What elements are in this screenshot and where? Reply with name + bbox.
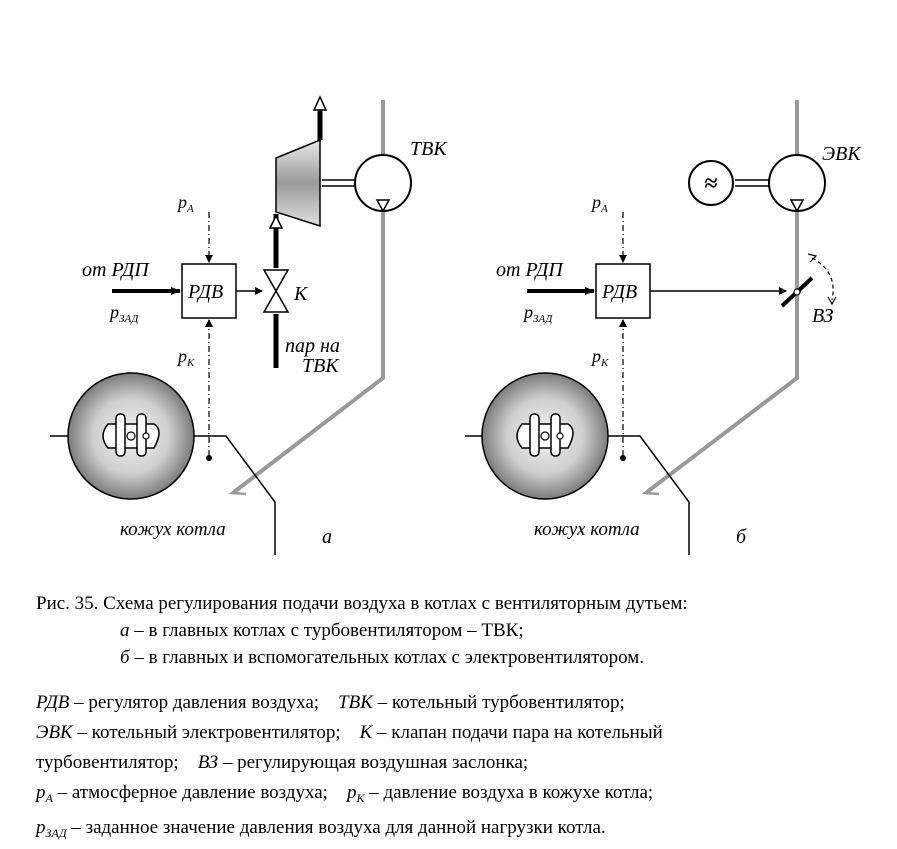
air-supply-diagram: ТВК pА от РДП pЗАД РДВ К пар на ТВК pК к…	[50, 95, 862, 555]
label-panel-a: а	[322, 526, 332, 548]
legend: РДВ – регулятор давления воздуха; ТВК – …	[36, 688, 663, 848]
label-steam-1: пар на	[285, 335, 340, 357]
air-duct-b	[645, 100, 799, 494]
steam-turbine-icon	[275, 138, 321, 228]
label-pa-a: pА	[176, 192, 194, 215]
label-k: К	[293, 283, 309, 305]
label-casing-b: кожух котла	[534, 519, 640, 540]
fan-outlet-marker-b	[789, 199, 805, 213]
panel-a: ТВК pА от РДП pЗАД РДВ К пар на ТВК pК к…	[50, 95, 448, 555]
boiler-casing-b	[608, 435, 690, 555]
valve-k-icon	[262, 269, 290, 313]
label-pzad-b: pЗАД	[522, 302, 553, 325]
legend-line-1: РДВ – регулятор давления воздуха; ТВК – …	[36, 692, 625, 713]
panel-b: ≈ ЭВК pА от РДП pЗАД РДВ	[465, 100, 862, 555]
label-rdv-a: РДВ	[187, 281, 223, 303]
caption-line-3: б – в главных и вспомогательных котлах с…	[120, 647, 645, 668]
label-evk: ЭВК	[822, 143, 862, 165]
label-from-rdp-b: от РДП	[496, 259, 564, 281]
rdv-regulator-b	[595, 263, 651, 319]
caption-line-1: Рис. 35. Схема регулирования подачи возд…	[36, 593, 688, 614]
burner-icon-b	[516, 413, 574, 457]
legend-line-2: ЭВК – котельный электровентилятор; К – к…	[36, 722, 663, 743]
label-steam-2: ТВК	[302, 355, 340, 377]
legend-line-5: pЗАД – заданное значение давления воздух…	[36, 817, 606, 840]
label-from-rdp-a: от РДП	[82, 259, 150, 281]
burner-icon-a	[102, 413, 160, 457]
motor-symbol: ≈	[704, 171, 717, 197]
label-tvk: ТВК	[410, 138, 448, 160]
label-vz: ВЗ	[812, 305, 834, 327]
rdv-regulator-a	[181, 263, 237, 319]
label-casing-a: кожух котла	[120, 519, 226, 540]
duct-arrowhead-a	[228, 483, 247, 496]
damper-rotation-arc	[811, 257, 834, 301]
fan-outlet-marker-a	[375, 199, 391, 213]
legend-line-3: турбовентилятор; ВЗ – регулирующая возду…	[36, 752, 529, 773]
boiler-casing-a	[194, 435, 276, 555]
label-pa-b: pА	[590, 192, 608, 215]
figure-caption: Рис. 35. Схема регулирования подачи возд…	[36, 590, 688, 671]
label-pk-a: pК	[176, 346, 195, 369]
duct-arrowhead-b	[641, 483, 660, 496]
label-pk-b: pК	[590, 346, 609, 369]
legend-line-4: pА – атмосферное давление воздуха; pК – …	[36, 782, 654, 805]
electric-motor-icon	[688, 160, 734, 206]
caption-line-2: а – в главных котлах с турбовентилятором…	[120, 620, 524, 641]
label-pzad-a: pЗАД	[108, 302, 139, 325]
label-rdv-b: РДВ	[601, 281, 637, 303]
label-panel-b: б	[736, 526, 747, 548]
